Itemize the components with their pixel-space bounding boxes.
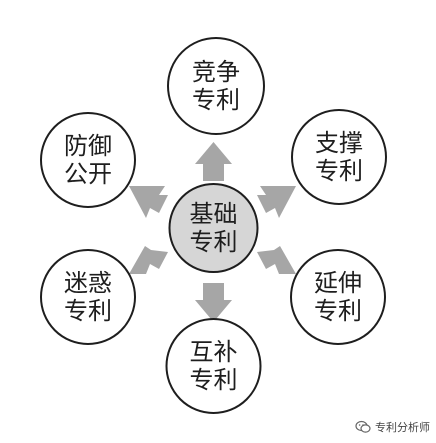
arrow-to-confusing (129, 246, 168, 274)
node-defensive: 防御 公开 (40, 112, 136, 208)
node-defensive-line2: 公开 (64, 160, 112, 188)
node-supporting: 支撑 专利 (291, 109, 387, 205)
node-complementary-line1: 互补 (190, 338, 238, 366)
arrow-to-competing (195, 142, 232, 181)
node-extending-line2: 专利 (314, 297, 362, 325)
node-supporting-circle (291, 109, 387, 205)
node-defensive-line1: 防御 (64, 132, 112, 160)
arrow-to-supporting (257, 186, 296, 218)
node-confusing-circle (40, 249, 136, 345)
node-supporting-line2: 专利 (315, 157, 363, 185)
node-complementary-line2: 专利 (190, 366, 238, 394)
node-competing-circle (167, 37, 265, 135)
center-node-line1: 基础 (190, 200, 238, 228)
node-extending-line1: 延伸 (314, 269, 362, 297)
node-competing-line1: 竞争 (192, 58, 240, 86)
center-node-line2: 专利 (190, 228, 238, 256)
node-supporting-line1: 支撑 (315, 129, 363, 157)
node-confusing: 迷惑 专利 (40, 249, 136, 345)
wechat-icon (355, 420, 371, 433)
watermark: 专利分析师 (355, 419, 430, 435)
node-extending-circle (290, 249, 386, 345)
node-competing: 竞争 专利 (167, 37, 265, 135)
node-defensive-circle (40, 112, 136, 208)
arrow-to-defensive (129, 186, 168, 218)
center-node: 基础 专利 (168, 183, 259, 273)
arrows (129, 142, 296, 322)
arrow-to-complementary (195, 283, 232, 322)
watermark-text: 专利分析师 (375, 421, 430, 434)
node-confusing-line1: 迷惑 (64, 269, 112, 297)
node-complementary-circle (165, 318, 262, 414)
arrow-to-extending (257, 246, 296, 274)
center-node-circle (168, 183, 259, 273)
node-extending: 延伸 专利 (290, 249, 386, 345)
node-complementary: 互补 专利 (165, 318, 262, 414)
node-competing-line2: 专利 (192, 86, 240, 114)
node-confusing-line2: 专利 (64, 297, 112, 325)
